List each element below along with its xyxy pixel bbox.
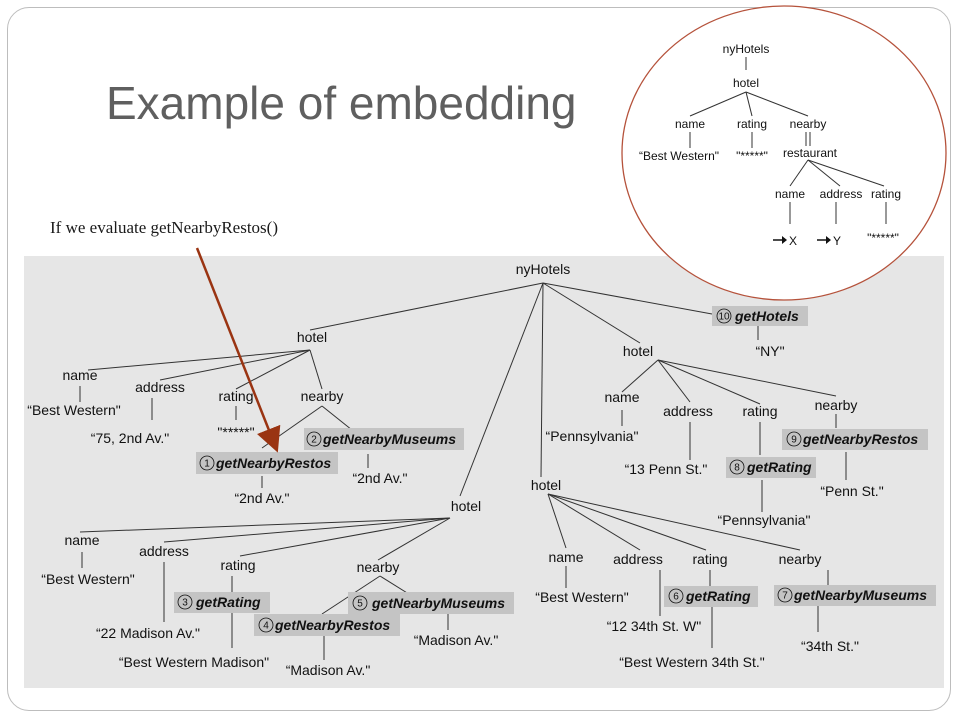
f5-arg: “Madison Av." <box>414 632 499 648</box>
h2-address-value: “13 Penn St." <box>625 461 708 477</box>
inset-rating-value: "*****" <box>736 149 768 163</box>
h1-name: name <box>62 367 97 383</box>
h3-nearby: nearby <box>357 559 400 575</box>
h1-address-value: “75, 2nd Av." <box>91 430 169 446</box>
f2-arg: “2nd Av." <box>352 470 407 486</box>
h4-address-value: “12 34th St. W" <box>607 618 701 634</box>
h2-nearby: nearby <box>815 397 858 413</box>
h3-name-value: “Best Western" <box>41 571 134 587</box>
inset-arrow-x-icon <box>773 236 787 244</box>
svg-text:9: 9 <box>791 435 797 446</box>
tree-root: nyHotels <box>516 261 570 277</box>
svg-text:5: 5 <box>357 599 363 610</box>
svg-text:getNearbyMuseums: getNearbyMuseums <box>793 587 927 603</box>
hotel-4: hotel <box>531 477 561 493</box>
inset-r-address: address <box>820 187 863 201</box>
f8-arg: “Pennsylvania" <box>718 512 811 528</box>
h2-rating: rating <box>742 403 777 419</box>
f4-arg: “Madison Av." <box>286 662 371 678</box>
f7-arg: “34th St." <box>801 638 859 654</box>
tree-nodes: nyHotels 10 getHotels “NY" hotel name ad… <box>27 261 936 678</box>
svg-text:2: 2 <box>311 435 317 446</box>
h1-rating: rating <box>218 388 253 404</box>
svg-text:4: 4 <box>263 621 269 632</box>
h2-name: name <box>604 389 639 405</box>
inset-r-rating: rating <box>871 187 901 201</box>
function-node-get-hotels: 10 getHotels <box>712 306 808 326</box>
svg-text:3: 3 <box>182 598 188 609</box>
svg-text:7: 7 <box>782 591 788 602</box>
svg-text:10: 10 <box>718 312 730 323</box>
inset-r-address-value: Y <box>833 234 841 248</box>
svg-text:getHotels: getHotels <box>734 308 799 324</box>
svg-text:1: 1 <box>204 459 210 470</box>
h1-address: address <box>135 379 185 395</box>
inset-r-name: name <box>775 187 805 201</box>
function-node-get-rating-3: 3 getRating <box>174 592 270 613</box>
h4-name-value: “Best Western" <box>535 589 628 605</box>
get-hotels-arg: “NY" <box>755 343 784 359</box>
svg-text:getNearbyMuseums: getNearbyMuseums <box>322 431 456 447</box>
inset-name-value: “Best Western" <box>639 149 719 163</box>
svg-text:8: 8 <box>734 463 740 474</box>
tree-edges <box>79 282 847 660</box>
inset-restaurant: restaurant <box>783 146 838 160</box>
h1-nearby: nearby <box>301 388 344 404</box>
inset-nearby: nearby <box>790 117 827 131</box>
hotel-2: hotel <box>623 343 653 359</box>
inset-hotel: hotel <box>733 76 759 90</box>
function-node-get-nearby-restos-4: 4 getNearbyRestos <box>254 614 400 636</box>
svg-text:getNearbyRestos: getNearbyRestos <box>215 455 331 471</box>
svg-text:getNearbyMuseums: getNearbyMuseums <box>371 595 505 611</box>
h3-name: name <box>64 532 99 548</box>
annotation-arrow <box>195 247 281 453</box>
h2-name-value: “Pennsylvania" <box>546 428 639 444</box>
f9-arg: “Penn St." <box>820 483 883 499</box>
slide-title: Example of embedding <box>106 77 577 129</box>
svg-text:getNearbyRestos: getNearbyRestos <box>274 617 390 633</box>
inset-r-name-value: X <box>789 234 797 248</box>
h3-address: address <box>139 543 189 559</box>
hotel-3: hotel <box>451 498 481 514</box>
inset-tree: nyHotels hotel name rating nearby “Best … <box>621 5 947 301</box>
h4-name: name <box>548 549 583 565</box>
inset-root: nyHotels <box>723 42 770 56</box>
inset-rating: rating <box>737 117 767 131</box>
f1-arg: “2nd Av." <box>234 490 289 506</box>
f3-arg: “Best Western Madison" <box>119 654 269 670</box>
svg-text:getNearbyRestos: getNearbyRestos <box>802 431 918 447</box>
function-node-get-nearby-museums-7: 7 getNearbyMuseums <box>774 585 936 606</box>
inset-circle <box>621 5 947 301</box>
function-node-get-rating-6: 6 getRating <box>664 586 758 607</box>
hotel-1: hotel <box>297 329 327 345</box>
h4-rating: rating <box>692 551 727 567</box>
h3-rating: rating <box>220 557 255 573</box>
function-node-get-nearby-museums-2: 2 getNearbyMuseums <box>304 428 464 450</box>
h1-name-value: “Best Western" <box>27 402 120 418</box>
h3-address-value: “22 Madison Av." <box>96 625 200 641</box>
inset-arrow-y-icon <box>817 236 831 244</box>
function-node-get-nearby-restos-9: 9 getNearbyRestos <box>782 429 928 450</box>
caption-text: If we evaluate getNearbyRestos() <box>50 218 278 237</box>
function-node-get-nearby-museums-5: 5 getNearbyMuseums <box>348 592 514 614</box>
inset-name: name <box>675 117 705 131</box>
svg-text:getRating: getRating <box>685 588 751 604</box>
h2-address: address <box>663 403 713 419</box>
h4-nearby: nearby <box>779 551 822 567</box>
function-node-get-nearby-restos-1: 1 getNearbyRestos <box>196 452 338 474</box>
h4-address: address <box>613 551 663 567</box>
svg-text:getRating: getRating <box>195 594 261 610</box>
f6-arg: “Best Western 34th St." <box>619 654 765 670</box>
svg-text:6: 6 <box>673 592 679 603</box>
function-node-get-rating-8: 8 getRating <box>726 457 816 478</box>
h1-rating-value: "*****" <box>217 424 254 440</box>
inset-r-rating-value: "*****" <box>867 231 899 245</box>
svg-text:getRating: getRating <box>746 459 812 475</box>
